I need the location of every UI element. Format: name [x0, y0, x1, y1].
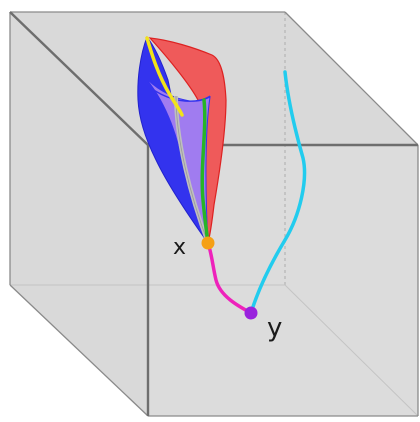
yellow-curve	[145, 36, 184, 117]
point-y	[244, 306, 258, 320]
cube-front-face	[148, 145, 418, 416]
magenta-path	[206, 241, 253, 315]
label-y: y	[267, 313, 282, 343]
cyan-curve	[249, 70, 307, 315]
cube-edge-bottom-left	[9, 284, 149, 417]
point-x	[201, 236, 215, 250]
gray-curve-outline	[175, 95, 209, 244]
cube-hidden-edge-depth	[284, 284, 419, 417]
purple-sheet-edge	[139, 77, 211, 102]
cube-edge-top-right	[284, 11, 419, 146]
label-x: x	[173, 235, 186, 260]
cube-edge-diagonal	[9, 11, 149, 146]
green-curve	[200, 98, 210, 245]
